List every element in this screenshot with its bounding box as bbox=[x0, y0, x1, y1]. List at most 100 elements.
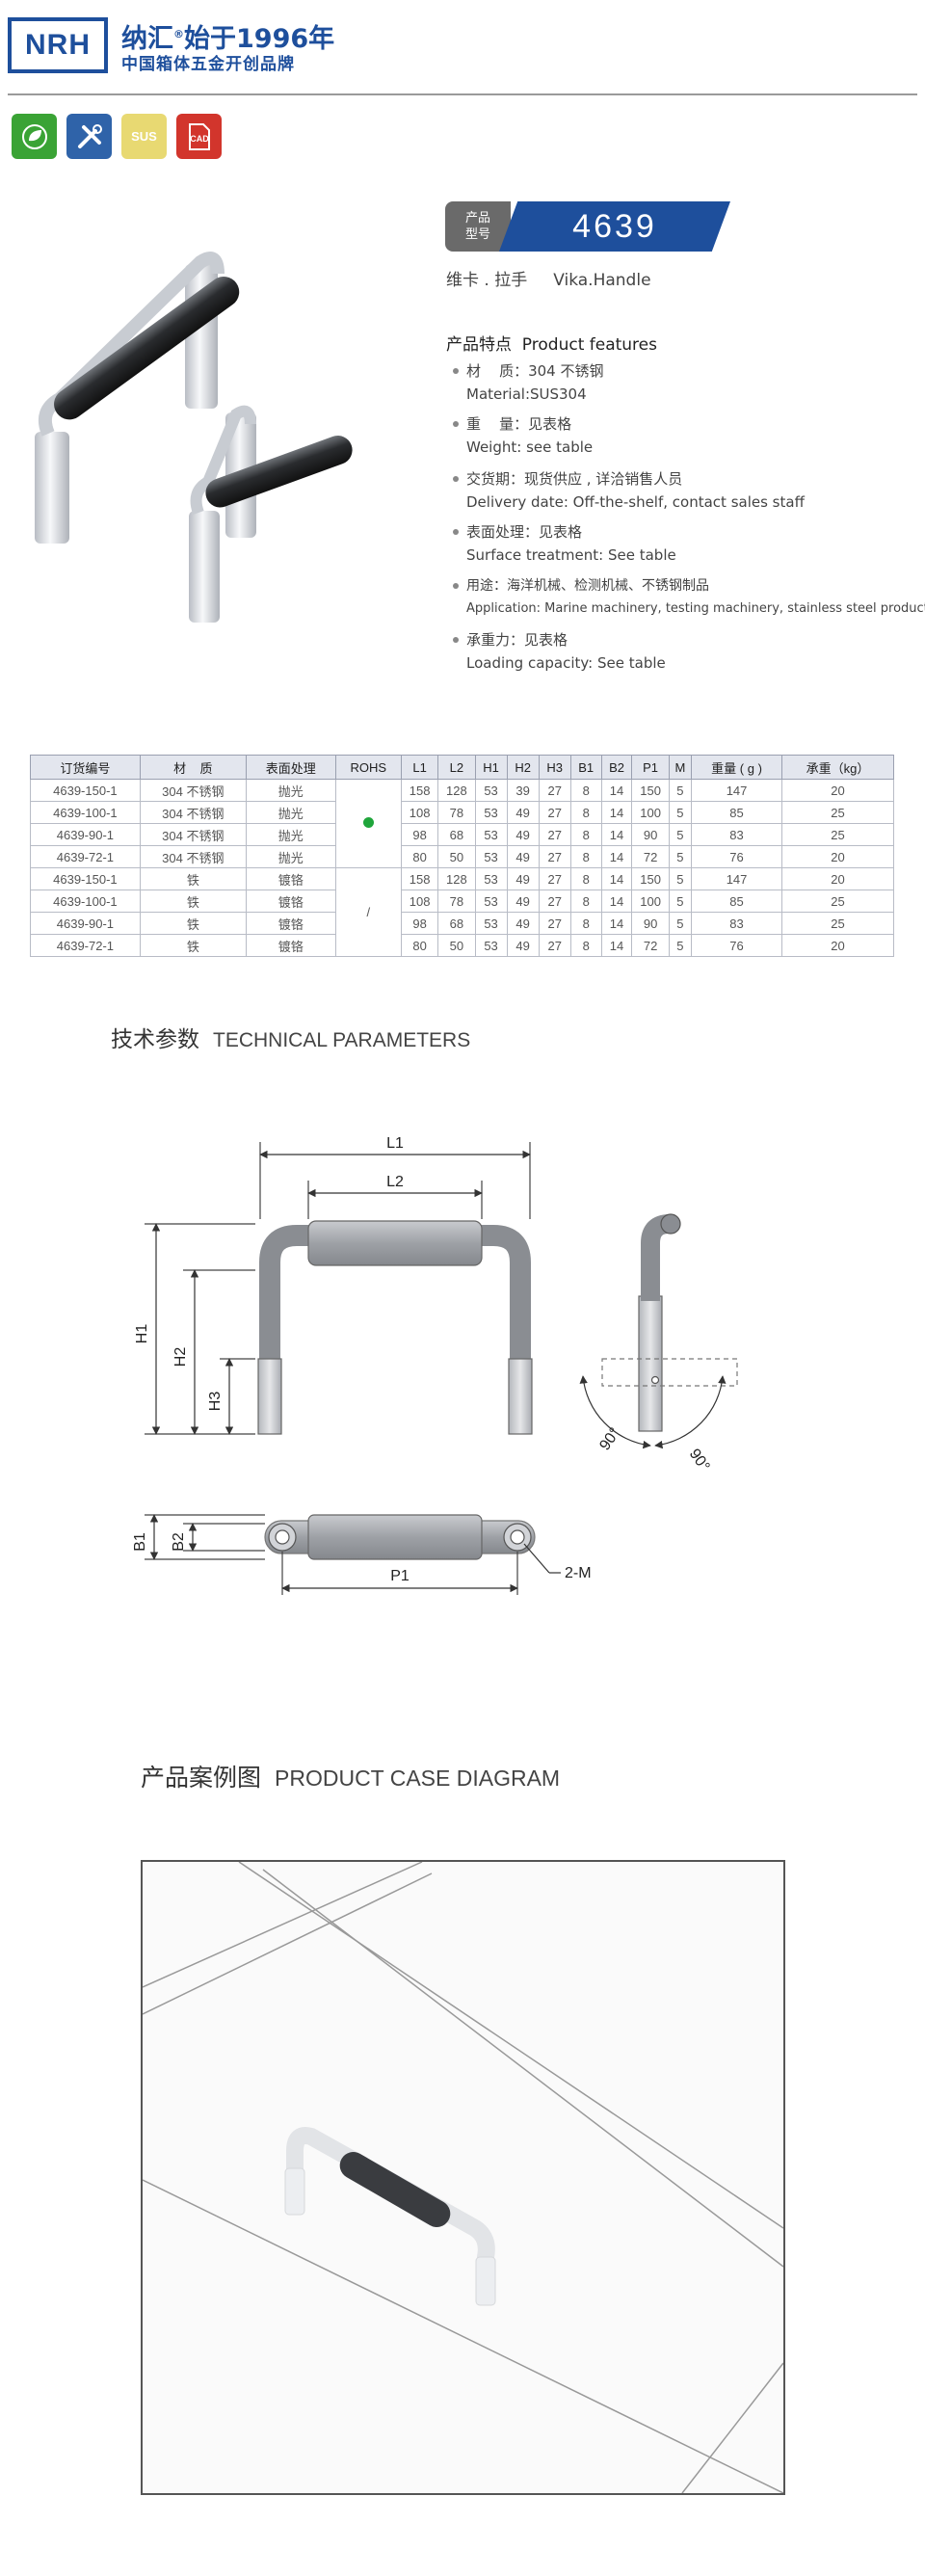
table-cell: 53 bbox=[474, 801, 508, 824]
table-cell: 14 bbox=[600, 845, 633, 868]
table-cell: 147 bbox=[691, 867, 783, 890]
feature-cn: 交货期：现货供应 , 详洽销售人员 bbox=[466, 470, 683, 488]
col-rohs: ROHS bbox=[334, 755, 402, 780]
table-cell: 4639-100-1 bbox=[30, 890, 141, 913]
table-cell: 抛光 bbox=[245, 845, 336, 868]
table-cell: 78 bbox=[437, 890, 476, 913]
table-cell: 49 bbox=[506, 912, 540, 935]
table-cell: 100 bbox=[631, 801, 670, 824]
case-handle bbox=[284, 2127, 496, 2306]
dim-b2: B2 bbox=[171, 1532, 187, 1552]
nrh-logo: NRH bbox=[8, 17, 108, 73]
table-cell: 8 bbox=[569, 890, 602, 913]
table-cell: 108 bbox=[400, 890, 439, 913]
table-cell: 98 bbox=[400, 823, 439, 846]
table-cell: 20 bbox=[781, 779, 894, 802]
table-cell: 27 bbox=[538, 934, 571, 957]
table-cell: 8 bbox=[569, 845, 602, 868]
dim-b1: B1 bbox=[132, 1532, 148, 1552]
col-p1: P1 bbox=[631, 755, 670, 780]
table-cell: 27 bbox=[538, 801, 571, 824]
brand-slogan: 始于1996年 bbox=[184, 24, 335, 54]
table-cell: 5 bbox=[668, 779, 693, 802]
dim-h3: H3 bbox=[207, 1392, 224, 1412]
feature-en: Surface treatment: See table bbox=[466, 546, 676, 564]
table-cell: 50 bbox=[437, 845, 476, 868]
table-cell: 5 bbox=[668, 912, 693, 935]
col-b2: B2 bbox=[600, 755, 633, 780]
table-cell: 镀铬 bbox=[245, 867, 336, 890]
model-tag-label: 产品型号 bbox=[464, 211, 490, 242]
dim-h1: H1 bbox=[134, 1324, 150, 1344]
table-cell: 4639-72-1 bbox=[30, 845, 141, 868]
dim-l1: L1 bbox=[386, 1135, 404, 1152]
table-cell: 90 bbox=[631, 823, 670, 846]
technical-drawing: L1 L2 H1 H2 H3 B1 B2 P1 2-M 90° 90° bbox=[132, 1135, 738, 1595]
table-cell: 150 bbox=[631, 779, 670, 802]
table-cell: 158 bbox=[400, 867, 439, 890]
col-order-no: 订货编号 bbox=[30, 755, 141, 780]
table-cell: 14 bbox=[600, 934, 633, 957]
table-cell: 5 bbox=[668, 823, 693, 846]
table-cell: 50 bbox=[437, 934, 476, 957]
features-title: 产品特点 Product features bbox=[446, 335, 657, 355]
feature-en: Material:SUS304 bbox=[466, 385, 587, 403]
table-cell: 49 bbox=[506, 801, 540, 824]
col-material: 材 质 bbox=[139, 755, 247, 780]
col-b1: B1 bbox=[569, 755, 602, 780]
col-weight: 重量 ( g ) bbox=[691, 755, 783, 780]
table-cell: 53 bbox=[474, 890, 508, 913]
table-cell: 4639-150-1 bbox=[30, 779, 141, 802]
table-cell: 14 bbox=[600, 912, 633, 935]
table-cell: 5 bbox=[668, 890, 693, 913]
col-h1: H1 bbox=[474, 755, 508, 780]
col-load: 承重（kg） bbox=[781, 755, 894, 780]
front-view-grip bbox=[307, 1220, 483, 1266]
table-cell: 25 bbox=[781, 823, 894, 846]
table-cell: 镀铬 bbox=[245, 912, 336, 935]
feature-en: Loading capacity: See table bbox=[466, 654, 666, 672]
dim-h2: H2 bbox=[172, 1347, 189, 1368]
table-cell: 14 bbox=[600, 867, 633, 890]
table-cell: 80 bbox=[400, 934, 439, 957]
table-cell: 304 不锈钢 bbox=[139, 823, 247, 846]
table-cell: 78 bbox=[437, 801, 476, 824]
col-l2: L2 bbox=[437, 755, 476, 780]
table-cell: 80 bbox=[400, 845, 439, 868]
feature-cn: 材 质：304 不锈钢 bbox=[466, 362, 604, 380]
table-cell: 53 bbox=[474, 867, 508, 890]
feature-en: Application: Marine machinery, testing m… bbox=[466, 601, 925, 616]
table-cell: 27 bbox=[538, 912, 571, 935]
tech-title-cn: 技术参数 bbox=[111, 1027, 199, 1052]
registered-mark: ® bbox=[173, 28, 184, 40]
table-cell: 98 bbox=[400, 912, 439, 935]
dim-m: 2-M bbox=[565, 1565, 592, 1581]
table-cell: 128 bbox=[437, 867, 476, 890]
table-cell: 8 bbox=[569, 801, 602, 824]
table-cell: 304 不锈钢 bbox=[139, 845, 247, 868]
table-cell: 158 bbox=[400, 779, 439, 802]
table-cell: 8 bbox=[569, 934, 602, 957]
table-cell: 20 bbox=[781, 934, 894, 957]
table-cell: 20 bbox=[781, 845, 894, 868]
table-cell: 72 bbox=[631, 934, 670, 957]
rohs-cell bbox=[334, 779, 402, 868]
table-cell: 5 bbox=[668, 867, 693, 890]
table-cell: 8 bbox=[569, 823, 602, 846]
rohs-compliant-icon bbox=[362, 817, 374, 828]
table-cell: 25 bbox=[781, 890, 894, 913]
table-cell: 4639-90-1 bbox=[30, 823, 141, 846]
table-cell: 68 bbox=[437, 823, 476, 846]
cad-file-icon: CAD bbox=[176, 114, 222, 159]
brand-title: 纳汇®始于1996年 bbox=[121, 17, 334, 55]
table-cell: 27 bbox=[538, 845, 571, 868]
handle-small bbox=[189, 405, 353, 623]
table-cell: 147 bbox=[691, 779, 783, 802]
